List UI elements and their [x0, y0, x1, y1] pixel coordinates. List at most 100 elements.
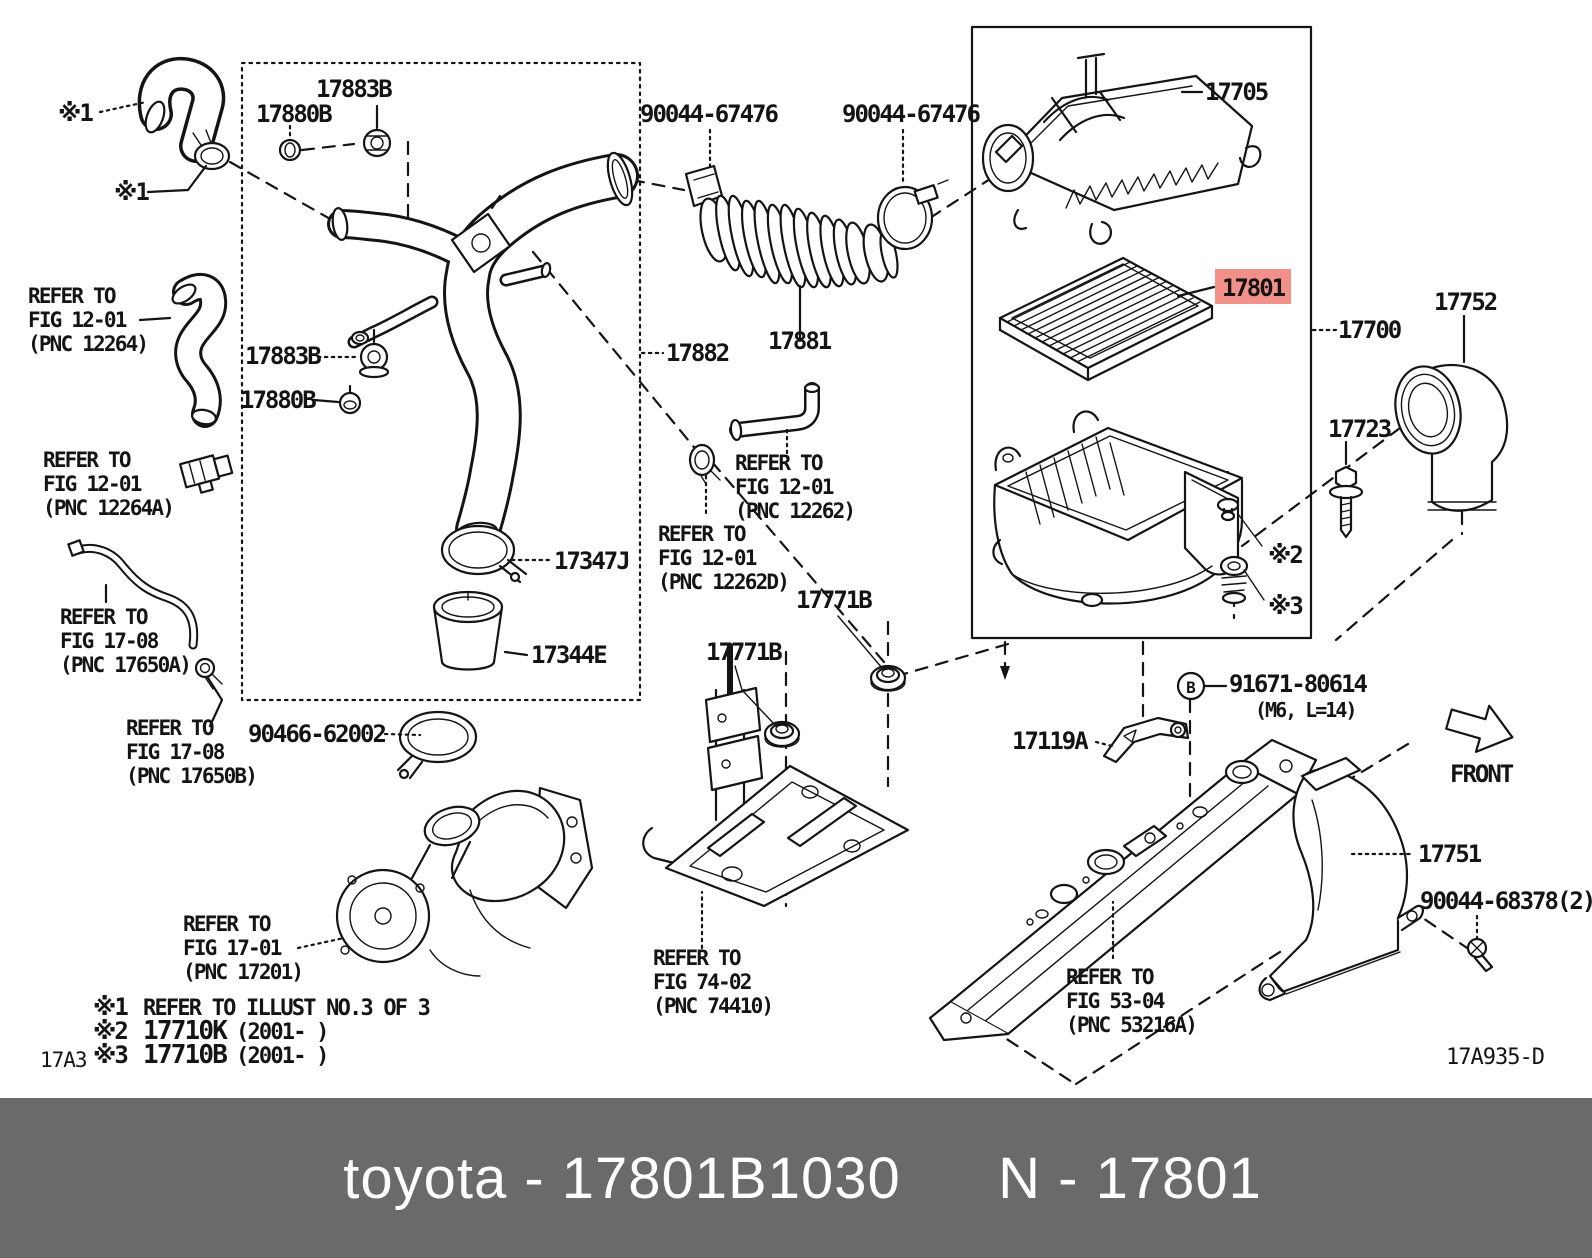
part-label-17883B: 17883B: [316, 75, 392, 103]
page-code-right: 17A935-D: [1446, 1045, 1544, 1070]
part-label-3: ※3: [1268, 592, 1302, 620]
clamp-90044-67476-part: [876, 179, 949, 251]
vacuum-hose-part: [67, 539, 223, 690]
bolt-17723-part: [1328, 465, 1364, 539]
banner-part-number: toyota - 17801B1030: [343, 1146, 901, 1211]
bracket-17119A-part: [1102, 716, 1190, 764]
banner-background: [0, 1098, 1592, 1258]
page-code-left: 17A3: [40, 1048, 87, 1072]
front-label: FRONT: [1450, 760, 1514, 788]
bracket-74410-part: [642, 615, 910, 908]
refer-note-0-line-2: (PNC 12264): [28, 332, 147, 356]
screw-90044-68378-part: [1466, 937, 1494, 973]
part-label-17880B: 17880B: [256, 100, 332, 128]
part-label-1: ※1: [58, 99, 93, 127]
refer-note-1-line-1: FIG 12-01: [43, 472, 142, 496]
refer-note-5-line-1: FIG 12-01: [735, 475, 834, 499]
part-label-90044683782: 90044-68378(2): [1420, 887, 1592, 915]
front-direction-arrow-icon: [1445, 704, 1514, 753]
part-label-2: ※2: [1268, 541, 1302, 569]
refer-note-7-line-0: REFER TO: [653, 946, 741, 970]
air-cleaner-cap-part: [981, 52, 1262, 245]
part-label-17881: 17881: [768, 327, 832, 355]
refer-note-5-line-0: REFER TO: [735, 451, 823, 475]
refer-note-3-line-0: REFER TO: [126, 716, 214, 740]
part-label-17883B: 17883B: [245, 342, 321, 370]
b-bolt-marker: B: [1176, 671, 1206, 701]
dashed-arrowhead: [1000, 666, 1010, 680]
banner: toyota - 17801B1030 N - 17801: [0, 1098, 1592, 1258]
part-label-17700: 17700: [1338, 316, 1402, 344]
part-label-17347J: 17347J: [554, 547, 629, 575]
hose-17344E-part: [432, 590, 504, 671]
refer-note-8-line-1: FIG 53-04: [1066, 989, 1165, 1013]
part-label-9046662002: 90466-62002: [248, 720, 385, 748]
refer-note-7-line-1: FIG 74-02: [653, 970, 751, 994]
refer-note-6-line-2: (PNC 12262D): [658, 570, 788, 594]
refer-note-5-line-2: (PNC 12262): [735, 499, 854, 523]
refer-note-2-line-2: (PNC 17650A): [60, 653, 190, 677]
refer-note-8-line-0: REFER TO: [1066, 965, 1154, 989]
part-label-17723: 17723: [1328, 415, 1391, 443]
refer-note-3-line-1: FIG 17-08: [126, 740, 225, 764]
part-label-17705: 17705: [1205, 78, 1268, 106]
refer-note-2-line-1: FIG 17-08: [60, 629, 159, 653]
part-label-17752: 17752: [1434, 288, 1497, 316]
b-marker-label: B: [1186, 678, 1196, 697]
part-label-9167180614: 91671-80614: [1229, 670, 1367, 698]
refer-note-8-line-2: (PNC 53216A): [1066, 1013, 1196, 1037]
refer-note-6-line-1: FIG 12-01: [658, 546, 757, 570]
footnote-text-2-1: (2001- ): [236, 1044, 328, 1069]
part-label-17771B: 17771B: [796, 586, 872, 614]
case-grommets-group: [1216, 497, 1265, 605]
air-hose-17882-part: [327, 151, 639, 553]
turbocharger-part: [335, 786, 594, 977]
refer-note-2-line-0: REFER TO: [60, 605, 148, 629]
vent-pipe-part: [688, 382, 821, 485]
refer-note-6-line-0: REFER TO: [658, 522, 746, 546]
filter-pleats-icon: [1006, 261, 1201, 363]
grommet-17771B-icon: [763, 720, 801, 748]
part-label-17880B: 17880B: [240, 386, 316, 414]
hose-band-clamp-icon: [450, 212, 512, 274]
clamp-17347J-part: [440, 524, 528, 584]
part-label-17882: 17882: [666, 339, 729, 367]
corrugated-air-hose-part: [699, 194, 899, 289]
part-label-17771B: 17771B: [706, 638, 782, 666]
inlet-elbow-part: [1394, 363, 1509, 512]
refer-note-4-line-1: FIG 17-01: [183, 936, 282, 960]
elbow-hose-part: [137, 56, 231, 171]
grommet-17771B-icon: [869, 664, 907, 692]
small-clamp-icon: [194, 657, 216, 679]
footnote-marker-2: ※3: [93, 1041, 127, 1069]
clamp-90466-62002-part: [396, 710, 478, 780]
footnote-text-1-0: 17710K: [143, 1016, 228, 1046]
air-cleaner-assembly-box: [970, 25, 1313, 640]
highlight-box-17801: [1215, 269, 1291, 304]
part-label-M6L14: (M6, L=14): [1255, 698, 1355, 722]
clip-17880B-icon: [338, 391, 362, 415]
banner-catalog-number: N - 17801: [998, 1146, 1262, 1211]
part-label-9004467476: 90044-67476: [842, 100, 980, 128]
footnote-text-1-1: (2001- ): [236, 1020, 328, 1045]
leader-lines: [98, 90, 1479, 960]
footnote-text-0-0: REFER TO ILLUST NO.3 OF 3: [143, 996, 430, 1021]
water-bypass-hose-part: [171, 273, 228, 428]
refer-note-0-line-1: FIG 12-01: [28, 308, 127, 332]
part-label-17801: 17801: [1222, 274, 1286, 302]
part-label-17344E: 17344E: [531, 641, 606, 669]
part-label-9004467476: 90044-67476: [640, 100, 778, 128]
hose-clamp-icon: [193, 141, 231, 171]
pipe-clamp-icon: [688, 443, 716, 477]
case-ribs-icon: [1025, 436, 1125, 525]
refer-note-1-line-2: (PNC 12264A): [43, 496, 173, 520]
part-label-1: ※1: [114, 178, 149, 206]
footnote-marker-1: ※2: [93, 1017, 127, 1045]
refer-note-1-line-0: REFER TO: [43, 448, 131, 472]
refer-note-7-line-2: (PNC 74410): [653, 994, 772, 1018]
